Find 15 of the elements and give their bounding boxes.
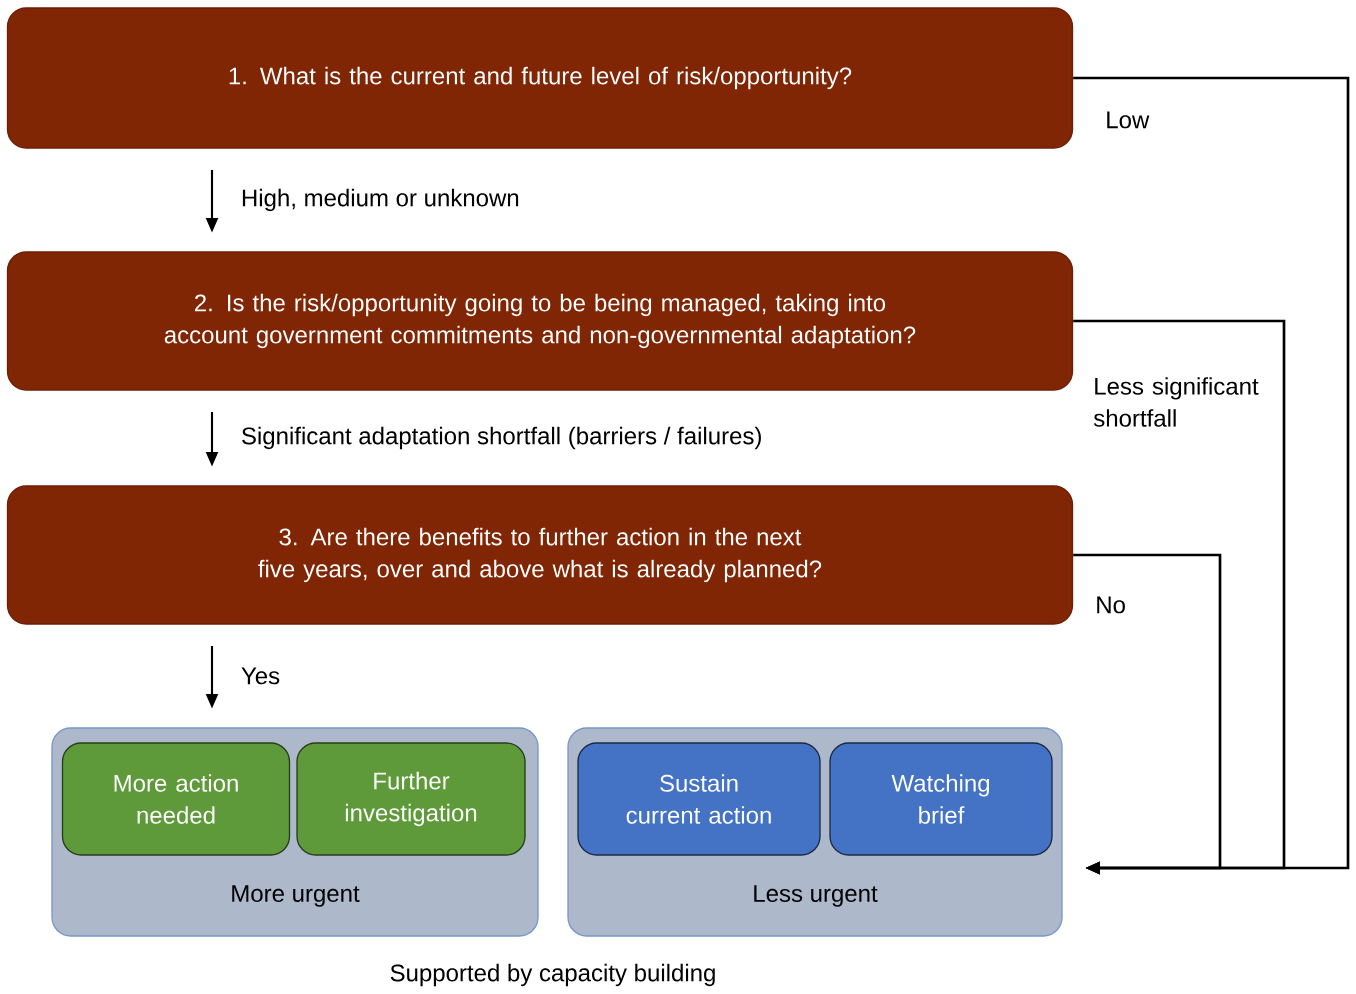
- question-box: 2. Is the risk/opportunity going to be being managed, taking into account government commitments and non-governmental adaptation?: [6, 251, 1074, 391]
- edge-label: No: [1097, 596, 1125, 614]
- action-box: Sustain current action: [577, 742, 821, 856]
- action-box: Further investigation: [296, 742, 526, 856]
- edge-label: High, medium or unknown: [238, 186, 523, 214]
- footnote: Supported by capacity building: [390, 963, 715, 987]
- question-box: 3. Are there benefits to further action in the next five years, over and above what is already planned?: [6, 485, 1074, 625]
- question-box: 1. What is the current and future level of risk/opportunity?: [6, 7, 1074, 149]
- edge-label: Low: [1107, 111, 1150, 129]
- edge-label: Less significant shortfall: [1093, 377, 1259, 427]
- edge-label: Yes: [238, 664, 283, 688]
- action-box: More action needed: [61, 742, 291, 856]
- action-box: Watching brief: [829, 742, 1053, 856]
- edge-label: Significant adaptation shortfall (barriers / failures): [238, 424, 766, 452]
- arrow: [1073, 553, 1222, 875]
